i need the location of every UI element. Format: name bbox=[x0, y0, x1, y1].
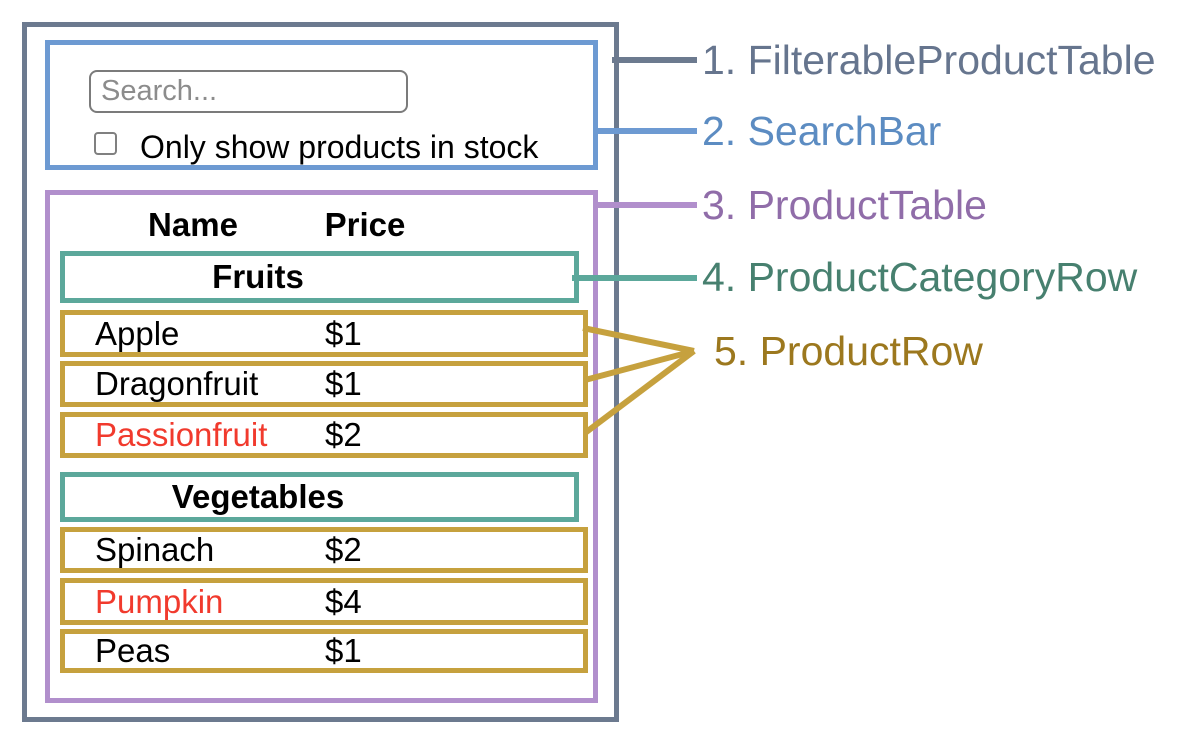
category-label: Vegetables bbox=[171, 478, 345, 515]
column-header-price: Price bbox=[324, 206, 406, 243]
legend-search-bar: 2. SearchBar bbox=[702, 108, 942, 154]
legend-product-table: 3. ProductTable bbox=[702, 182, 987, 228]
product-name: Peas bbox=[95, 632, 171, 669]
product-price: $4 bbox=[325, 582, 362, 620]
product-row-passionfruit: Passionfruit $2 bbox=[60, 412, 588, 458]
product-row-apple: Apple $1 bbox=[60, 310, 588, 357]
product-name: Pumpkin bbox=[95, 582, 224, 620]
category-row-vegetables: Vegetables bbox=[60, 472, 579, 522]
in-stock-checkbox-label: Only show products in stock bbox=[140, 129, 539, 165]
product-row-peas: Peas $1 bbox=[60, 629, 588, 673]
search-input[interactable] bbox=[89, 70, 408, 113]
product-price: $1 bbox=[325, 632, 362, 669]
legend-filterable-product-table: 1. FilterableProductTable bbox=[702, 37, 1156, 83]
product-row-dragonfruit: Dragonfruit $1 bbox=[60, 361, 588, 407]
product-name: Passionfruit bbox=[95, 416, 268, 453]
product-name: Apple bbox=[95, 314, 180, 352]
in-stock-checkbox[interactable] bbox=[94, 132, 117, 155]
product-price: $2 bbox=[325, 531, 362, 568]
product-price: $2 bbox=[325, 416, 362, 453]
product-price: $1 bbox=[325, 314, 362, 352]
product-price: $1 bbox=[325, 365, 362, 402]
product-name: Dragonfruit bbox=[95, 365, 259, 402]
product-row-spinach: Spinach $2 bbox=[60, 527, 588, 573]
legend-product-row: 5. ProductRow bbox=[714, 328, 983, 374]
column-header-name: Name bbox=[148, 206, 238, 243]
product-row-pumpkin: Pumpkin $4 bbox=[60, 578, 588, 625]
product-name: Spinach bbox=[95, 531, 215, 568]
category-label: Fruits bbox=[212, 258, 304, 295]
category-row-fruits: Fruits bbox=[60, 251, 579, 303]
legend-product-category-row: 4. ProductCategoryRow bbox=[702, 254, 1138, 300]
